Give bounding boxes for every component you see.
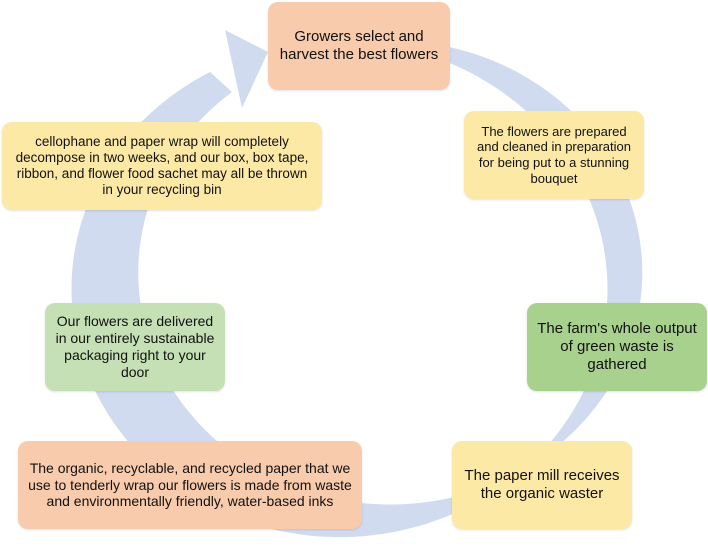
step-6-box: Our flowers are delivered in our entirel… [45,303,225,391]
step-2-text: The flowers are prepared and cleaned in … [477,123,631,186]
step-7-box: cellophane and paper wrap will completel… [2,122,322,210]
step-2-box: The flowers are prepared and cleaned in … [464,111,644,199]
cycle-arrowhead [225,30,268,108]
step-5-box: The organic, recyclable, and recycled pa… [18,441,362,529]
step-3-text: The farm's whole output of green waste i… [537,320,697,373]
step-1-box: Growers select and harvest the best flow… [268,2,450,90]
step-4-box: The paper mill receives the organic wast… [452,441,632,529]
step-6-text: Our flowers are delivered in our entirel… [55,313,215,380]
step-4-text: The paper mill receives the organic wast… [464,467,620,502]
step-7-text: cellophane and paper wrap will completel… [15,133,309,198]
step-3-box: The farm's whole output of green waste i… [527,303,707,391]
step-5-text: The organic, recyclable, and recycled pa… [28,459,352,510]
step-1-text: Growers select and harvest the best flow… [279,28,439,63]
